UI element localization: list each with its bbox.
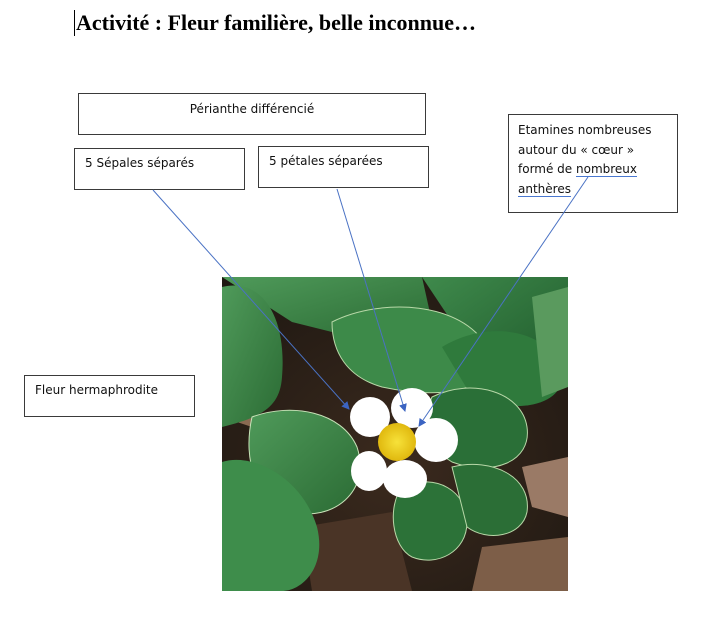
label-hermaphrodite-text: Fleur hermaphrodite: [35, 383, 158, 397]
page-title: Activité : Fleur familière, belle inconn…: [76, 10, 476, 35]
text-cursor: [74, 10, 75, 36]
label-etamines[interactable]: Etamines nombreuses autour du « cœur » f…: [508, 114, 678, 213]
label-petales[interactable]: 5 pétales séparées: [258, 146, 429, 188]
etamines-line-1: Etamines nombreuses: [518, 123, 652, 137]
label-petales-text: 5 pétales séparées: [269, 154, 383, 168]
label-perianthe-text: Périanthe différencié: [189, 102, 315, 116]
etamines-line-2: autour du « cœur »: [518, 142, 635, 157]
label-sepales-text: 5 Sépales séparés: [85, 156, 195, 170]
etamines-line-3-prefix: formé de: [518, 162, 576, 176]
label-perianthe[interactable]: Périanthe différencié: [78, 93, 426, 135]
strawberry-flower-photo[interactable]: [222, 277, 568, 591]
etamines-antheres: anthères: [518, 181, 571, 196]
label-hermaphrodite[interactable]: Fleur hermaphrodite: [24, 375, 195, 417]
etamines-nombreux: nombreux: [576, 162, 638, 176]
photo-illustration: [222, 277, 568, 591]
label-sepales[interactable]: 5 Sépales séparés: [74, 148, 245, 190]
etamines-line-3: formé de nombreux: [518, 160, 677, 180]
